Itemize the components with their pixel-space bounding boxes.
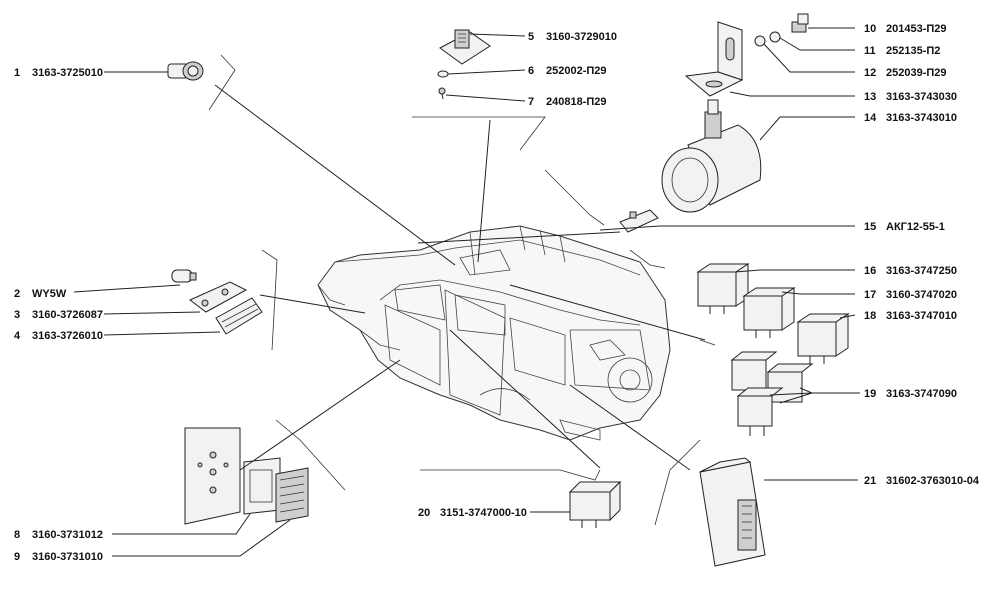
part-11-washer-icon: [769, 31, 781, 43]
svg-text:14: 14: [864, 112, 877, 124]
svg-text:252135-П2: 252135-П2: [886, 45, 940, 57]
svg-text:3160-3731012: 3160-3731012: [32, 529, 103, 541]
part-14-horn-icon: [661, 99, 762, 213]
svg-text:3160-3729010: 3160-3729010: [546, 31, 617, 43]
part-6-washer-icon: [437, 70, 449, 78]
svg-text:13: 13: [864, 91, 876, 103]
svg-text:11: 11: [864, 45, 876, 57]
svg-text:4: 4: [14, 330, 21, 342]
svg-text:21: 21: [864, 475, 876, 487]
callout-label-17: 17 3160-3747020: [864, 289, 957, 301]
svg-text:16: 16: [864, 265, 876, 277]
part-12-washer-icon: [754, 35, 766, 47]
svg-text:3163-3747010: 3163-3747010: [886, 310, 957, 322]
svg-text:20: 20: [418, 507, 430, 519]
part-4-lamp-lens-icon: [215, 297, 263, 335]
callout-label-19: 19 3163-3747090: [864, 388, 957, 400]
part-2-bulb-icon: [171, 269, 197, 283]
part-1-lamp-holder-icon: [167, 61, 204, 81]
callout-label-4: 4 3163-3726010: [14, 330, 103, 342]
callout-label-14: 14 3163-3743010: [864, 112, 957, 124]
callout-label-2: 2 WY5W: [14, 288, 67, 300]
part-3-lamp-plate-icon: [189, 281, 248, 313]
svg-text:3: 3: [14, 309, 20, 321]
svg-text:3160-3726087: 3160-3726087: [32, 309, 103, 321]
svg-text:10: 10: [864, 23, 876, 35]
svg-text:31602-3763010-04: 31602-3763010-04: [886, 475, 980, 487]
svg-text:201453-П29: 201453-П29: [886, 23, 947, 35]
callout-label-1: 1 3163-3725010: [14, 67, 103, 79]
svg-text:3163-3743010: 3163-3743010: [886, 112, 957, 124]
svg-text:9: 9: [14, 551, 20, 563]
svg-text:3163-3726010: 3163-3726010: [32, 330, 103, 342]
svg-text:252039-П29: 252039-П29: [886, 67, 947, 79]
part-7-screw-icon: [438, 87, 446, 100]
callout-label-10: 10 201453-П29: [864, 23, 947, 35]
callout-label-8: 8 3160-3731012: [14, 529, 103, 541]
svg-text:252002-П29: 252002-П29: [546, 65, 607, 77]
part-20-relay-icon: [568, 480, 622, 528]
part-13-bracket-icon: [684, 21, 744, 97]
callout-label-15: 15 АКГ12-55-1: [864, 221, 945, 233]
svg-text:12: 12: [864, 67, 876, 79]
part-9-cover-icon: [275, 467, 309, 523]
callout-label-7: 7 240818-П29: [528, 96, 607, 108]
svg-text:7: 7: [528, 96, 534, 108]
callout-label-20: 20 3151-3747000-10: [418, 507, 527, 519]
leader-lines: [73, 27, 860, 557]
callout-label-6: 6 252002-П29: [528, 65, 607, 77]
svg-text:3163-3747250: 3163-3747250: [886, 265, 957, 277]
vehicle-body-illustration: [317, 225, 671, 441]
svg-text:АКГ12-55-1: АКГ12-55-1: [886, 221, 945, 233]
svg-text:2: 2: [14, 288, 20, 300]
callout-label-21: 21 31602-3763010-04: [864, 475, 980, 487]
part-19-relay-icon: [730, 351, 814, 436]
callout-label-9: 9 3160-3731010: [14, 551, 103, 563]
callout-label-11: 11 252135-П2: [864, 45, 940, 57]
svg-text:3151-3747000-10: 3151-3747000-10: [440, 507, 527, 519]
callout-label-5: 5 3160-3729010: [528, 31, 617, 43]
callout-label-16: 16 3163-3747250: [864, 265, 957, 277]
svg-text:3163-3743030: 3163-3743030: [886, 91, 957, 103]
svg-text:17: 17: [864, 289, 876, 301]
svg-text:6: 6: [528, 65, 534, 77]
svg-text:3160-3747020: 3160-3747020: [886, 289, 957, 301]
svg-text:8: 8: [14, 529, 20, 541]
svg-text:3160-3731010: 3160-3731010: [32, 551, 103, 563]
svg-text:5: 5: [528, 31, 534, 43]
part-18-relay-icon: [796, 313, 850, 364]
callout-label-13: 13 3163-3743030: [864, 91, 957, 103]
callout-label-12: 12 252039-П29: [864, 67, 947, 79]
callout-label-3: 3 3160-3726087: [14, 309, 103, 321]
part-21-control-unit-icon: [699, 457, 766, 567]
part-17-relay-icon: [742, 287, 796, 338]
svg-text:1: 1: [14, 67, 20, 79]
part-8-gasket-icon: [243, 457, 281, 515]
svg-text:3163-3747090: 3163-3747090: [886, 388, 957, 400]
part-8-bracket-panel-icon: [184, 427, 241, 525]
svg-text:15: 15: [864, 221, 876, 233]
svg-text:18: 18: [864, 310, 876, 322]
svg-text:WY5W: WY5W: [32, 288, 67, 300]
part-16-relay-icon: [696, 263, 750, 314]
svg-text:19: 19: [864, 388, 876, 400]
svg-text:3163-3725010: 3163-3725010: [32, 67, 103, 79]
callout-label-18: 18 3163-3747010: [864, 310, 957, 322]
svg-text:240818-П29: 240818-П29: [546, 96, 607, 108]
part-5-ceiling-lamp-icon: [439, 29, 491, 65]
part-10-bolt-icon: [791, 13, 809, 33]
